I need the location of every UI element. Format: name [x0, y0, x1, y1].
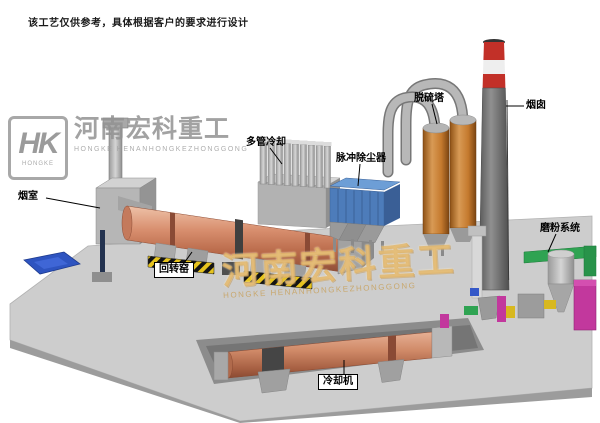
callout-grinding-system	[547, 233, 557, 253]
kiln-drive-motor	[222, 262, 240, 275]
chimney-band-red-bottom	[482, 74, 506, 88]
cooling-machine	[213, 314, 453, 394]
logo-company-cn: 河南宏科重工	[74, 115, 231, 143]
callout-multi-tube-cooler	[269, 147, 283, 165]
cooler-ring-2	[388, 335, 396, 363]
chimney	[478, 39, 510, 291]
rotary-kiln	[121, 205, 343, 275]
label-pulse-dust-collector: 脉冲除尘器	[336, 153, 386, 164]
logo-company-en: HONGKE HENANHONGKEZHONGGONG	[74, 145, 249, 153]
callout-desulfurization-tower	[431, 103, 438, 125]
chimney-base-equipment	[464, 225, 515, 322]
blue-foundation-panel	[23, 251, 81, 275]
cooler-ring-dark	[262, 346, 284, 375]
chimney-band-white	[483, 60, 505, 74]
label-desulfurization-tower: 脱硫塔	[414, 93, 444, 104]
desulfurization-towers	[382, 78, 477, 256]
pulse-dust-collector	[329, 177, 401, 254]
kiln-tyre-2	[305, 232, 310, 268]
logo-monogram: HK	[18, 127, 59, 160]
grinding-system	[517, 245, 597, 331]
company-logo: HK HONGKE 河南宏科重工 HONGKE HENANHONGKEZHONG…	[8, 115, 249, 180]
callout-lines	[45, 103, 557, 374]
hazard-base-2	[243, 270, 313, 290]
label-multi-tube-cooler: 多管冷却	[246, 137, 286, 148]
label-smoke-chamber: 烟室	[18, 191, 38, 202]
label-cooling-machine: 冷却机	[318, 374, 358, 390]
cyclone-body	[547, 253, 575, 285]
disclaimer-text: 该工艺仅供参考，具体根据客户的要求进行设计	[28, 18, 249, 29]
mill-box	[517, 293, 545, 319]
kiln-tyre-1	[170, 212, 175, 248]
logo-company-text: 河南宏科重工 HONGKE HENANHONGKEZHONGGONG	[74, 115, 249, 153]
multi-tube-cooler	[257, 138, 341, 229]
logo-monogram-box: HK HONGKE	[8, 116, 68, 180]
chimney-band-red-top	[483, 42, 505, 60]
kiln-girth-gear	[235, 219, 243, 260]
logo-monogram-caption: HONGKE	[21, 161, 54, 167]
cooler-tubes	[259, 138, 332, 189]
callout-smoke-chamber	[45, 197, 101, 209]
label-chimney: 烟囱	[526, 100, 546, 111]
label-grinding-system: 磨粉系统	[540, 223, 580, 234]
magenta-cabinet	[573, 279, 597, 331]
label-rotary-kiln: 回转窑	[154, 262, 194, 278]
callout-pulse-dust-collector	[357, 163, 361, 187]
